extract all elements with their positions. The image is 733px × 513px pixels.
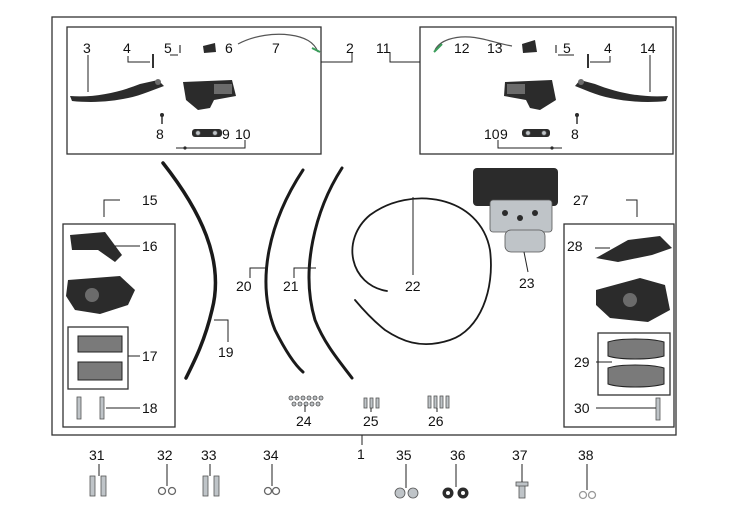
rear-pad-frame xyxy=(597,332,671,396)
washers-32 xyxy=(157,486,177,496)
callout-5b: 5 xyxy=(563,40,571,56)
callout-35: 35 xyxy=(396,447,412,463)
washers-38 xyxy=(578,490,597,500)
rear-caliper-frame xyxy=(563,223,675,428)
callout-9b: 9 xyxy=(500,126,508,142)
right-clamp-bracket xyxy=(522,129,550,137)
washers-35 xyxy=(394,487,419,499)
washers-34 xyxy=(263,486,281,496)
callout-15: 15 xyxy=(142,192,158,208)
callout-4: 4 xyxy=(123,40,131,56)
callout-30: 30 xyxy=(574,400,590,416)
left-master-cylinder xyxy=(183,80,236,110)
callout-37: 37 xyxy=(512,447,528,463)
left-switch-wire xyxy=(237,33,319,53)
front-brake-hose xyxy=(161,161,218,380)
callout-17: 17 xyxy=(142,348,158,364)
left-clamp-bracket xyxy=(192,129,222,137)
washer-set-24 xyxy=(288,395,324,407)
left-brake-lever xyxy=(70,79,164,102)
callout-38: 38 xyxy=(578,447,594,463)
callout-32: 32 xyxy=(157,447,173,463)
rear-pin xyxy=(655,397,661,421)
callout-7: 7 xyxy=(272,40,280,56)
front-brake-pads xyxy=(77,335,123,381)
callout-2: 2 xyxy=(346,40,354,56)
bolts-31 xyxy=(89,475,107,497)
callout-5: 5 xyxy=(164,40,172,56)
callout-1: 1 xyxy=(357,446,365,462)
callout-24: 24 xyxy=(296,413,312,429)
callout-8b: 8 xyxy=(571,126,579,142)
right-master-cylinder xyxy=(504,80,556,110)
callout-19: 19 xyxy=(218,344,234,360)
washers-36 xyxy=(442,487,469,499)
abs-line-22 xyxy=(351,197,492,345)
abs-modulator-unit xyxy=(473,168,558,253)
callout-21: 21 xyxy=(283,278,299,294)
front-caliper-frame xyxy=(62,223,176,428)
callout-20: 20 xyxy=(236,278,252,294)
callout-10: 10 xyxy=(235,126,251,142)
rear-brake-pads xyxy=(607,338,665,388)
callout-3: 3 xyxy=(83,40,91,56)
left-master-cylinder-frame xyxy=(66,26,322,155)
callout-36: 36 xyxy=(450,447,466,463)
right-reservoir-cap xyxy=(522,40,537,53)
callout-8: 8 xyxy=(156,126,164,142)
callout-9: 9 xyxy=(222,126,230,142)
hose-20 xyxy=(264,168,305,374)
callout-29: 29 xyxy=(574,354,590,370)
front-caliper-bracket xyxy=(70,232,122,262)
right-master-cylinder-frame xyxy=(419,26,674,155)
right-switch-wire xyxy=(434,36,513,51)
bolt-set-25 xyxy=(363,397,380,409)
callout-34: 34 xyxy=(263,447,279,463)
callout-27: 27 xyxy=(573,192,589,208)
rear-caliper xyxy=(596,278,670,322)
callout-26: 26 xyxy=(428,413,444,429)
callout-4b: 4 xyxy=(604,40,612,56)
callout-10b: 10 xyxy=(484,126,500,142)
callout-23: 23 xyxy=(519,275,535,291)
callout-11: 11 xyxy=(376,40,391,56)
callout-28: 28 xyxy=(567,238,583,254)
callout-18: 18 xyxy=(142,400,158,416)
right-brake-lever xyxy=(575,79,668,102)
rear-caliper-bracket xyxy=(596,236,672,262)
front-pad-frame xyxy=(67,326,129,390)
bolts-33 xyxy=(202,475,220,497)
callout-16: 16 xyxy=(142,238,158,254)
callout-13: 13 xyxy=(487,40,503,56)
callout-22: 22 xyxy=(405,278,421,294)
front-pins xyxy=(76,396,105,420)
bolt-set-26 xyxy=(427,395,450,409)
callout-25: 25 xyxy=(363,413,379,429)
outer-frame xyxy=(51,16,677,436)
front-caliper xyxy=(66,276,135,314)
left-reservoir-cap xyxy=(203,43,216,53)
leader-lines xyxy=(87,52,656,490)
callout-6: 6 xyxy=(225,40,233,56)
callout-33: 33 xyxy=(201,447,217,463)
callout-14: 14 xyxy=(640,40,656,56)
bolt-37 xyxy=(515,481,529,499)
callout-31: 31 xyxy=(89,447,105,463)
hose-21 xyxy=(307,166,354,380)
callout-12: 12 xyxy=(454,40,470,56)
